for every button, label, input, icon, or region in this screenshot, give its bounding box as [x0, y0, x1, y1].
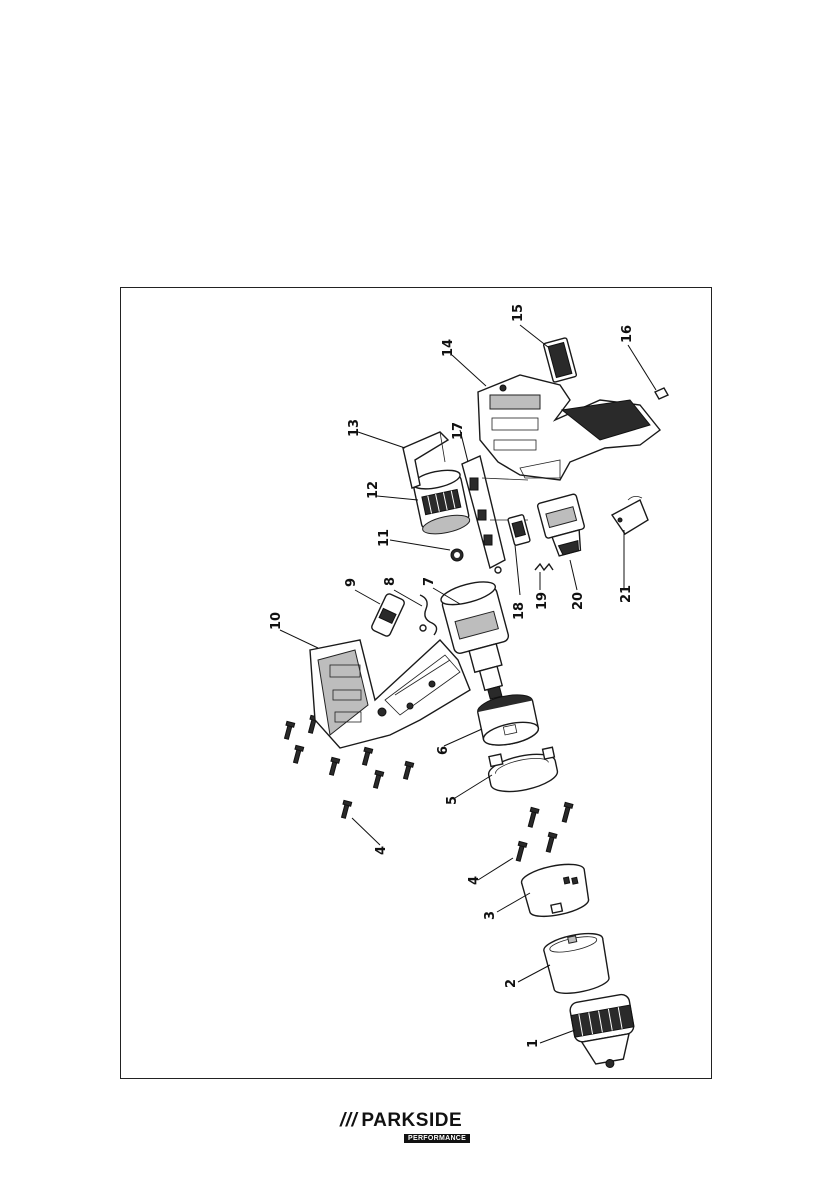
label-part-2: 2 — [504, 979, 519, 988]
part-5-clamp-ring — [485, 743, 560, 796]
logo-wordmark: PARKSIDE — [361, 1110, 462, 1131]
label-part-5: 5 — [445, 796, 460, 805]
label-part-1: 1 — [526, 1039, 541, 1048]
part-1-chuck — [569, 993, 640, 1072]
part-18-switch-module — [508, 514, 531, 545]
parkside-logo: ///PARKSIDE — [340, 1110, 462, 1132]
label-part-20: 20 — [571, 592, 586, 610]
label-part-16: 16 — [620, 325, 635, 343]
label-part-15: 15 — [511, 304, 526, 322]
label-part-4-lower: 4 — [467, 876, 482, 885]
label-part-4-upper: 4 — [374, 846, 389, 855]
part-8-spring — [420, 595, 437, 635]
label-part-14: 14 — [441, 339, 456, 357]
label-part-19: 19 — [535, 592, 550, 610]
part-14-housing-right — [478, 375, 660, 480]
label-part-10: 10 — [269, 612, 284, 630]
label-part-7: 7 — [422, 577, 437, 586]
label-part-8: 8 — [383, 577, 398, 586]
label-part-12: 12 — [366, 481, 381, 499]
part-12-motor — [411, 467, 471, 538]
part-9-lever — [370, 593, 405, 638]
part-16-clip — [655, 388, 668, 399]
label-part-17: 17 — [451, 422, 466, 440]
part-10-housing-left — [310, 640, 470, 748]
part-11-pinion — [451, 549, 463, 561]
label-part-18: 18 — [512, 602, 527, 620]
logo-slashes: /// — [340, 1110, 357, 1131]
label-part-6: 6 — [436, 746, 451, 755]
part-3-torque-ring — [520, 860, 593, 921]
part-19-spring — [535, 564, 553, 570]
label-part-11: 11 — [377, 529, 392, 547]
part-2-collar — [542, 929, 613, 997]
label-part-3: 3 — [483, 911, 498, 920]
label-part-13: 13 — [347, 419, 362, 437]
part-21-terminal — [612, 496, 648, 534]
part-6-gear-ring — [476, 691, 541, 750]
part-20-trigger-switch — [537, 494, 590, 558]
part-4-screws-lower — [514, 802, 573, 861]
logo-tagline: PERFORMANCE — [404, 1134, 470, 1143]
label-part-9: 9 — [344, 578, 359, 587]
part-15-label-plate — [543, 338, 577, 383]
label-part-21: 21 — [619, 585, 634, 603]
